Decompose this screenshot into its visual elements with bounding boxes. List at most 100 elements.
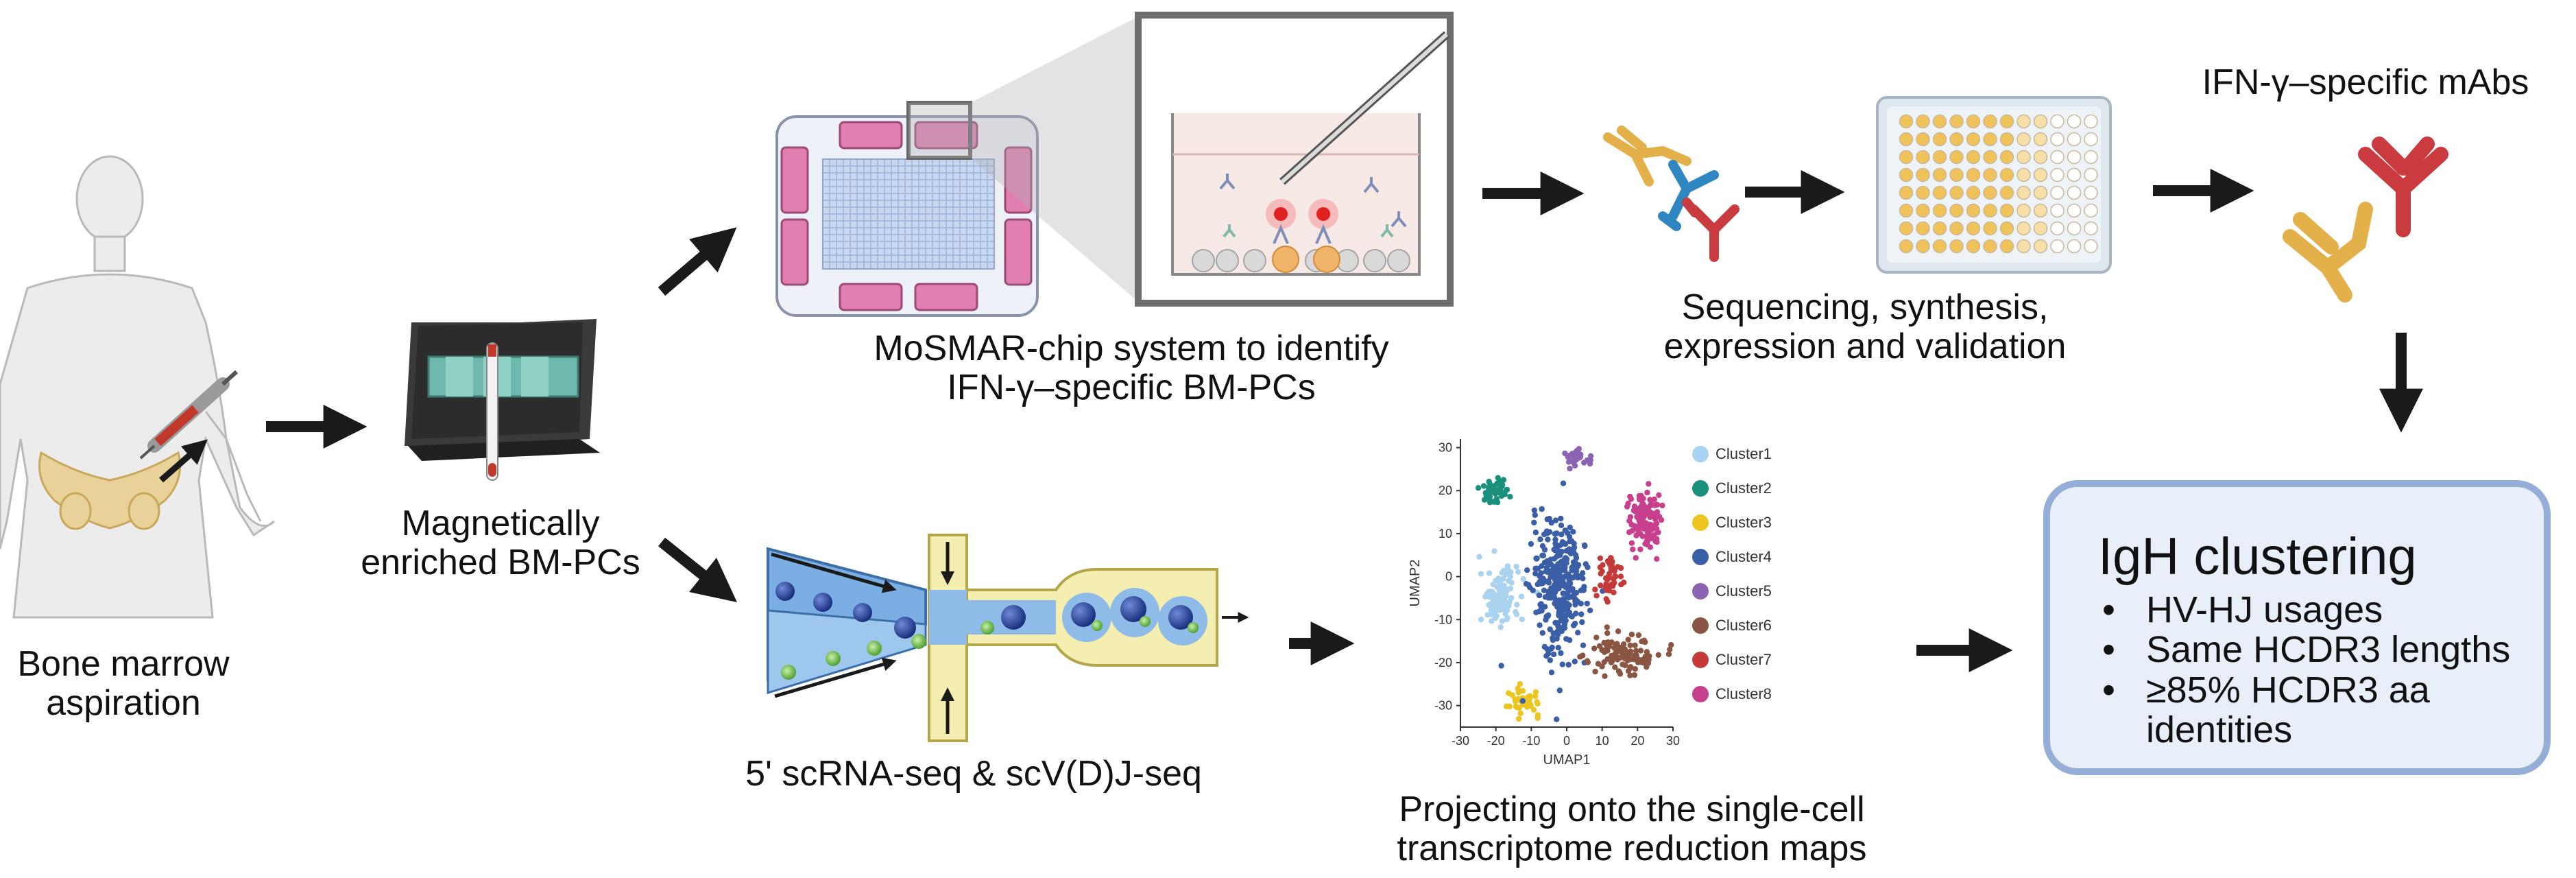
- umap-point-cluster1: [1486, 570, 1493, 576]
- umap-point-cluster1: [1499, 600, 1505, 606]
- umap-point-cluster4: [1550, 634, 1556, 641]
- umap-point-cluster4: [1539, 506, 1545, 512]
- x-axis-label: UMAP1: [1543, 752, 1591, 768]
- umap-point-cluster4: [1587, 607, 1593, 614]
- umap-point-cluster4: [1567, 637, 1573, 643]
- umap-point-cluster1: [1478, 571, 1484, 577]
- igh-criteria-list: HV-HJ usages Same HCDR3 lengths ≥85% HCD…: [2098, 590, 2510, 750]
- x-tick-label: -10: [1522, 734, 1540, 748]
- label-bone-marrow-aspiration: Bone marrow aspiration: [17, 644, 230, 724]
- umap-point-cluster4: [1544, 530, 1550, 536]
- legend-label: Cluster2: [1716, 479, 1772, 497]
- umap-point-cluster3: [1517, 680, 1523, 687]
- umap-point-cluster4: [1569, 565, 1575, 571]
- umap-point-cluster6: [1591, 645, 1598, 652]
- x-tick-label: -30: [1452, 734, 1469, 748]
- umap-point-cluster4: [1566, 534, 1573, 540]
- umap-point-cluster7: [1593, 593, 1600, 599]
- umap-point-cluster4: [1567, 524, 1573, 531]
- umap-point-cluster6: [1632, 666, 1639, 672]
- umap-point-cluster4: [1580, 642, 1587, 648]
- umap-point-cluster4: [1545, 613, 1551, 619]
- umap-point-cluster1: [1504, 615, 1510, 621]
- umap-point-cluster4: [1556, 610, 1562, 617]
- x-tick-label: 20: [1630, 734, 1644, 748]
- umap-point-cluster4: [1548, 519, 1554, 526]
- umap-point-cluster4: [1578, 611, 1585, 617]
- umap-point-cluster1: [1503, 604, 1509, 610]
- umap-point-cluster3: [1516, 704, 1522, 711]
- umap-point-cluster3: [1528, 703, 1534, 709]
- umap-point-cluster4: [1555, 645, 1561, 651]
- umap-point-cluster2: [1498, 493, 1504, 499]
- umap-point-cluster4: [1573, 589, 1580, 596]
- umap-point-cluster6: [1617, 671, 1624, 677]
- label-mosmar-chip: MoSMAR-chip system to identify IFN-γ–spe…: [874, 329, 1389, 408]
- umap-point-cluster4: [1553, 620, 1560, 626]
- umap-point-cluster4: [1533, 556, 1540, 562]
- umap-point-cluster1: [1497, 607, 1503, 613]
- umap-point-cluster4: [1556, 687, 1563, 693]
- umap-point-cluster4: [1539, 630, 1545, 636]
- umap-point-cluster4: [1546, 591, 1552, 597]
- umap-point-cluster1: [1489, 618, 1495, 624]
- umap-point-cluster4: [1550, 651, 1557, 658]
- umap-point-cluster4: [1558, 650, 1564, 656]
- umap-point-cluster5: [1577, 453, 1584, 460]
- umap-point-cluster4: [1575, 630, 1581, 636]
- umap-point-cluster8: [1650, 510, 1657, 517]
- umap-point-cluster1: [1491, 548, 1497, 554]
- umap-point-cluster5: [1576, 446, 1582, 452]
- umap-point-cluster7: [1604, 574, 1611, 580]
- umap-point-cluster5: [1567, 465, 1573, 472]
- umap-point-cluster8: [1644, 538, 1651, 545]
- umap-point-cluster4: [1561, 560, 1568, 567]
- umap-point-cluster1: [1506, 599, 1513, 605]
- umap-point-cluster2: [1475, 485, 1482, 491]
- umap-point-cluster6: [1604, 656, 1611, 662]
- umap-point-cluster8: [1637, 510, 1644, 517]
- umap-point-cluster4: [1557, 576, 1563, 583]
- umap-point-cluster4: [1567, 549, 1573, 556]
- umap-point-cluster7: [1609, 581, 1615, 587]
- umap-point-cluster4: [1547, 657, 1553, 663]
- umap-point-cluster4: [1571, 544, 1578, 551]
- umap-point-cluster4: [1564, 604, 1570, 610]
- umap-point-cluster3: [1525, 694, 1531, 700]
- umap-point-cluster4: [1532, 571, 1539, 577]
- umap-point-cluster8: [1647, 521, 1653, 527]
- x-tick-label: 30: [1666, 734, 1680, 748]
- umap-point-cluster2: [1480, 483, 1487, 489]
- umap-point-cluster3: [1515, 685, 1521, 691]
- umap-point-cluster8: [1643, 533, 1650, 540]
- umap-point-cluster4: [1541, 643, 1548, 650]
- umap-point-cluster4: [1574, 597, 1580, 604]
- umap-point-cluster4: [1548, 561, 1554, 568]
- umap-point-cluster5: [1572, 462, 1578, 468]
- umap-point-cluster6: [1633, 648, 1639, 654]
- umap-point-cluster4: [1539, 604, 1545, 610]
- umap-point-cluster7: [1608, 567, 1614, 573]
- umap-point-cluster7: [1598, 582, 1604, 589]
- umap-point-cluster8: [1644, 529, 1650, 535]
- umap-point-cluster6: [1592, 668, 1598, 675]
- legend-label: Cluster6: [1716, 617, 1772, 634]
- umap-point-cluster8: [1647, 544, 1654, 550]
- umap-point-cluster2: [1497, 485, 1503, 491]
- y-tick-label: -10: [1434, 613, 1452, 626]
- magnet-stand-icon: [405, 319, 600, 481]
- legend-label: Cluster7: [1716, 651, 1772, 668]
- umap-point-cluster4: [1563, 613, 1569, 619]
- umap-point-cluster4: [1559, 661, 1565, 667]
- umap-point-cluster3: [1516, 715, 1522, 722]
- umap-point-cluster1: [1478, 616, 1484, 623]
- umap-point-cluster4: [1558, 617, 1564, 624]
- umap-point-cluster4: [1545, 580, 1552, 586]
- umap-point-cluster2: [1495, 475, 1501, 481]
- umap-point-cluster4: [1548, 669, 1555, 676]
- umap-point-cluster8: [1633, 555, 1639, 561]
- umap-point-cluster6: [1635, 632, 1642, 639]
- umap-point-cluster3: [1503, 703, 1510, 709]
- umap-point-cluster6: [1593, 634, 1600, 641]
